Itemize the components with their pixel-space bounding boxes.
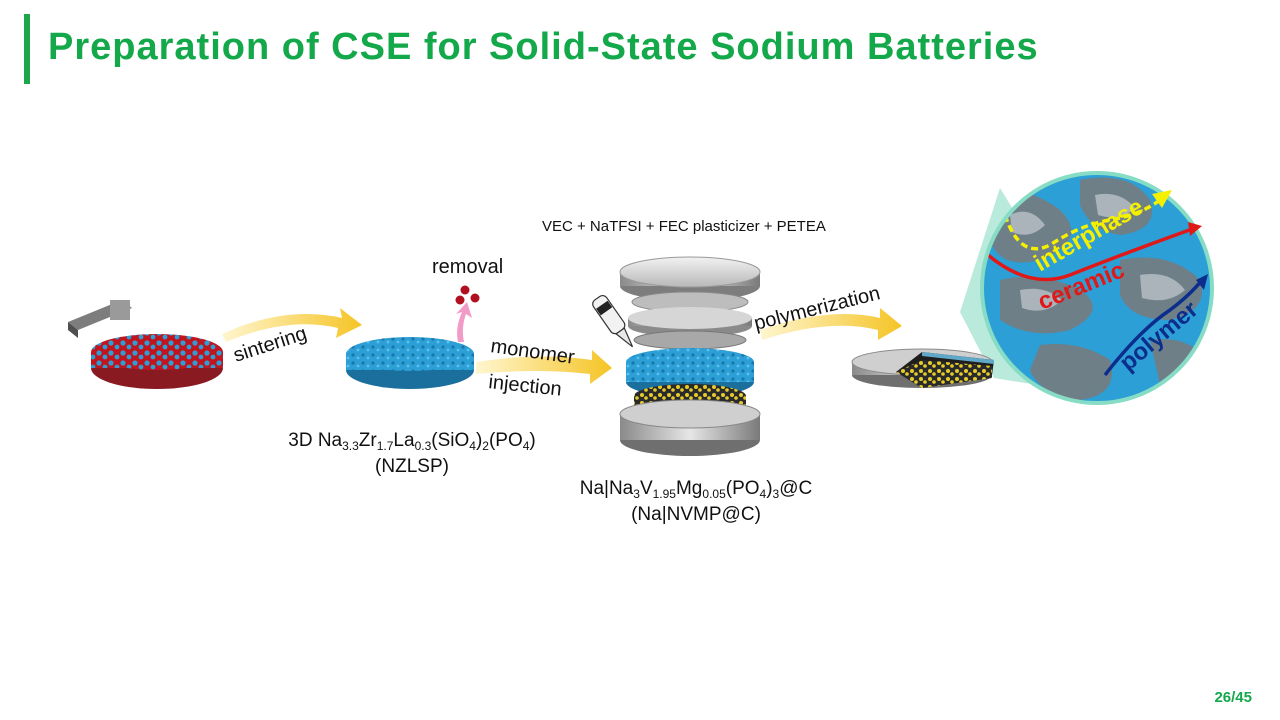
injection-label: injection: [487, 371, 562, 401]
nzlsp-formula-line: 3D Na3.3Zr1.7La0.3(SiO4)2(PO4): [288, 430, 536, 453]
ceramic-arrowhead: [1188, 222, 1202, 236]
pipette-icon: [592, 294, 634, 348]
injection-arrow: [476, 350, 612, 384]
polymer-arrowhead: [1196, 274, 1208, 290]
removal-arrow: [456, 302, 472, 342]
polymerization-arrow: [760, 308, 902, 340]
zoom-circle-border: [980, 171, 1214, 405]
removal-label: removal: [432, 256, 504, 278]
sintering-arrow: [222, 308, 362, 342]
components-label: VEC + NaTFSI + FEC plasticizer + PETEA: [542, 218, 826, 235]
zoom-microstructure: [982, 173, 1212, 403]
title-accent-bar: [24, 14, 30, 84]
cell-formula: Na|Na3V1.95Mg0.05(PO4)3@C (Na|NVMP@C): [546, 476, 846, 528]
nzlsp-formula: 3D Na3.3Zr1.7La0.3(SiO4)2(PO4) (NZLSP): [270, 428, 554, 480]
scraper-tool: [68, 300, 132, 338]
cse-cut-disk: [851, 348, 994, 388]
cell-abbr: (Na|NVMP@C): [631, 504, 761, 525]
page-number: 26/45: [1214, 689, 1252, 706]
cell-formula-line: Na|Na3V1.95Mg0.05(PO4)3@C: [579, 478, 813, 501]
nzlsp-scaffold-pellet: [346, 337, 474, 389]
coin-cell-stack: [619, 256, 761, 456]
removal-particles: [455, 285, 480, 305]
nzlsp-abbr: (NZLSP): [375, 456, 449, 477]
precursor-pellet: [91, 334, 223, 389]
interphase-arrowhead: [1152, 190, 1172, 208]
slide-title: Preparation of CSE for Solid-State Sodiu…: [48, 26, 1039, 68]
